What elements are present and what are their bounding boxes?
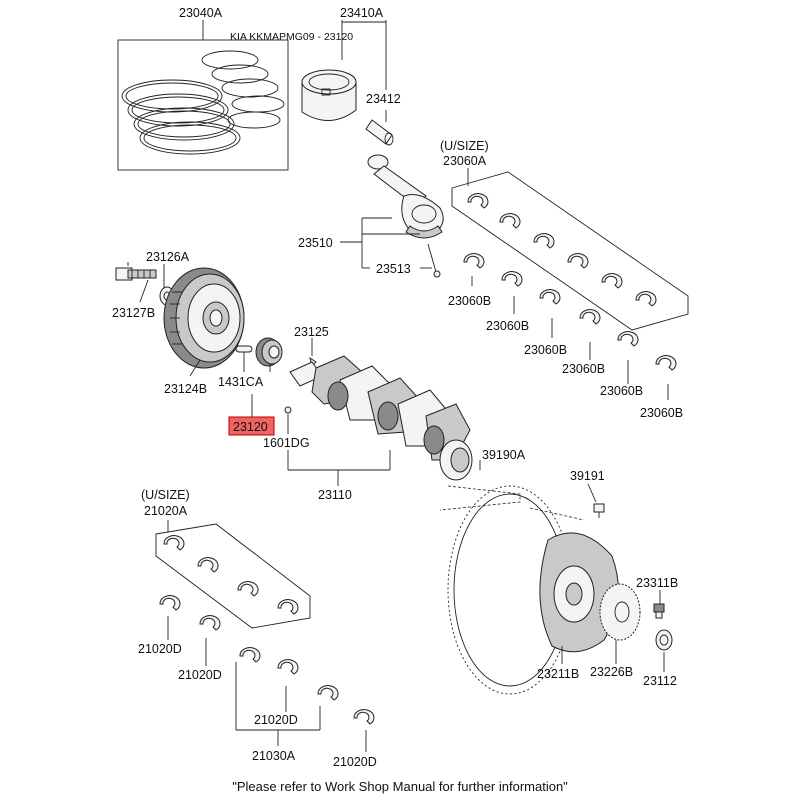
flywheel-bolt	[653, 603, 665, 619]
label-23127B[interactable]: 23127B	[112, 306, 155, 320]
footer-note: "Please refer to Work Shop Manual for fu…	[232, 779, 568, 794]
label-23060B-1[interactable]: 23060B	[448, 294, 491, 308]
crankshaft	[289, 355, 473, 481]
label-1601DG[interactable]: 1601DG	[263, 436, 310, 450]
label-23060B-4[interactable]: 23060B	[562, 362, 605, 376]
adapter-plate	[599, 583, 641, 641]
connecting-rod	[367, 154, 444, 239]
label-23410A[interactable]: 23410A	[340, 6, 384, 20]
label-23060A-undersize: (U/SIZE)	[440, 139, 489, 153]
label-23124B[interactable]: 23124B	[164, 382, 207, 396]
label-23211B[interactable]: 23211B	[537, 667, 579, 681]
drive-plate-bolt	[593, 503, 605, 518]
label-23110[interactable]: 23110	[318, 488, 352, 502]
label-39190A[interactable]: 39190A	[482, 448, 526, 462]
label-1431CA[interactable]: 1431CA	[218, 375, 264, 389]
label-23060A[interactable]: 23060A	[443, 154, 487, 168]
label-21020D-3[interactable]: 21020D	[254, 713, 298, 727]
assembly-dashes	[439, 485, 585, 521]
label-21020D-4[interactable]: 21020D	[333, 755, 377, 769]
label-21020D-1[interactable]: 21020D	[138, 642, 182, 656]
piston	[301, 69, 357, 121]
woodruff-key	[235, 345, 253, 353]
crank-plug	[284, 406, 292, 414]
label-23112[interactable]: 23112	[643, 674, 677, 688]
label-21030A[interactable]: 21030A	[252, 749, 296, 763]
conrod-bolt	[427, 243, 441, 278]
label-23120[interactable]: 23120	[233, 420, 268, 434]
main-bearing-set-upper	[451, 171, 689, 331]
label-23412[interactable]: 23412	[366, 92, 401, 106]
diagram-header: KIA KKMAPMG09 - 23120	[230, 31, 353, 43]
label-23060B-5[interactable]: 23060B	[600, 384, 643, 398]
crankshaft-sprocket	[255, 337, 283, 367]
label-23060B-2[interactable]: 23060B	[486, 319, 529, 333]
label-23060B-3[interactable]: 23060B	[524, 343, 567, 357]
pilot-bushing	[655, 629, 673, 651]
label-39191[interactable]: 39191	[570, 469, 605, 483]
label-23513[interactable]: 23513	[376, 262, 411, 276]
label-21020A[interactable]: 21020A	[144, 504, 188, 518]
piston-pin	[365, 119, 394, 146]
leader-lines	[127, 20, 669, 752]
label-23126A[interactable]: 23126A	[146, 250, 190, 264]
main-bearing-shells	[463, 253, 677, 371]
label-23125[interactable]: 23125	[294, 325, 329, 339]
label-23510[interactable]: 23510	[298, 236, 333, 250]
drive-plate	[539, 532, 619, 653]
label-21020A-undersize: (U/SIZE)	[141, 488, 190, 502]
label-23226B[interactable]: 23226B	[590, 665, 633, 679]
highlight-23120	[228, 416, 275, 436]
crankshaft-pulley-bolt	[115, 267, 157, 281]
piston-ring-set	[117, 39, 289, 171]
label-23311B[interactable]: 23311B	[636, 576, 678, 590]
conrod-bearing-set	[155, 523, 311, 629]
label-23040A[interactable]: 23040A	[179, 6, 223, 20]
conrod-bearing-shells	[159, 595, 375, 725]
damper-pulley	[163, 267, 245, 369]
label-21020D-2[interactable]: 21020D	[178, 668, 222, 682]
label-23060B-6[interactable]: 23060B	[640, 406, 683, 420]
